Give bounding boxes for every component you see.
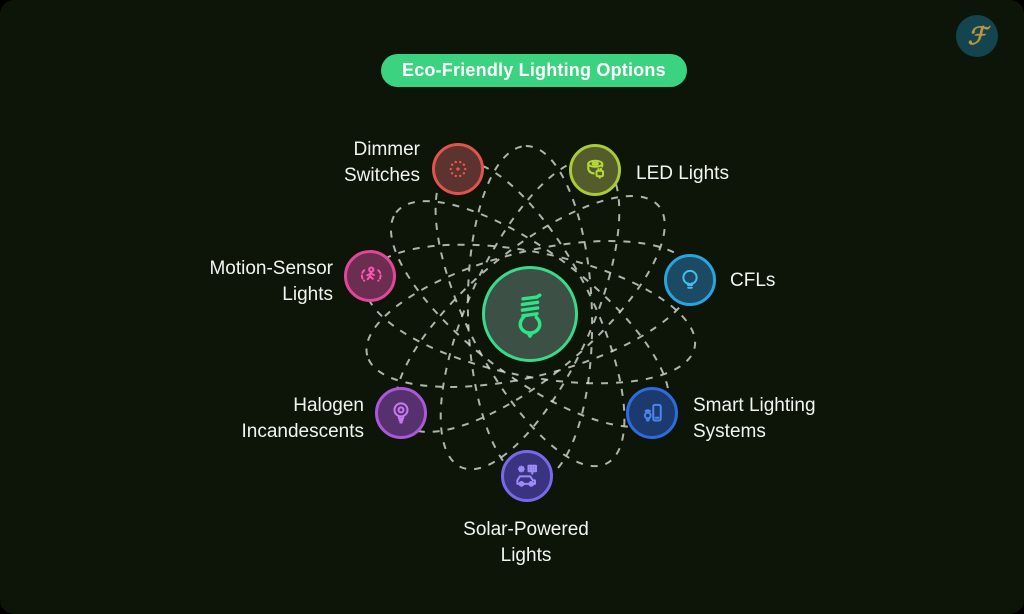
node-badge-led-lights [569, 144, 621, 196]
brand-logo: ℱ [956, 15, 998, 57]
page-title: Eco-Friendly Lighting Options [381, 54, 687, 87]
node-badge-dimmer-switches [432, 143, 484, 195]
dimmer-dots-icon [449, 160, 467, 178]
node-label-dimmer-switches: Dimmer Switches [343, 139, 420, 186]
node-badge-smart-lighting-systems [626, 387, 678, 439]
node-badge-cfls [664, 254, 716, 306]
node-label-smart-lighting-systems: Smart Lighting Systems [693, 395, 816, 442]
page-title-text: Eco-Friendly Lighting Options [402, 60, 666, 80]
node-label-led-lights: LED Lights [636, 163, 729, 184]
node-label-motion-sensor-lights: Motion-Sensor Lights [209, 258, 333, 305]
center-hub [482, 266, 578, 362]
halogen-bulb-icon [393, 402, 409, 424]
cfl-spiral-bulb-icon [518, 293, 542, 338]
led-strip-icon [587, 159, 604, 179]
node-label-cfls: CFLs [730, 270, 776, 291]
solar-car-icon [516, 464, 537, 487]
brand-logo-glyph: ℱ [967, 23, 987, 50]
node-label-solar-powered-lights: Solar-Powered Lights [463, 519, 589, 566]
node-badge-halogen-incandescents [375, 387, 427, 439]
motion-sensor-icon [360, 266, 382, 282]
node-label-halogen-incandescents: Halogen Incandescents [241, 395, 364, 442]
cfl-bulb-icon [682, 269, 698, 289]
node-badge-motion-sensor-lights [344, 250, 396, 302]
smart-lighting-icon [643, 403, 662, 422]
node-badge-solar-powered-lights [501, 450, 553, 502]
